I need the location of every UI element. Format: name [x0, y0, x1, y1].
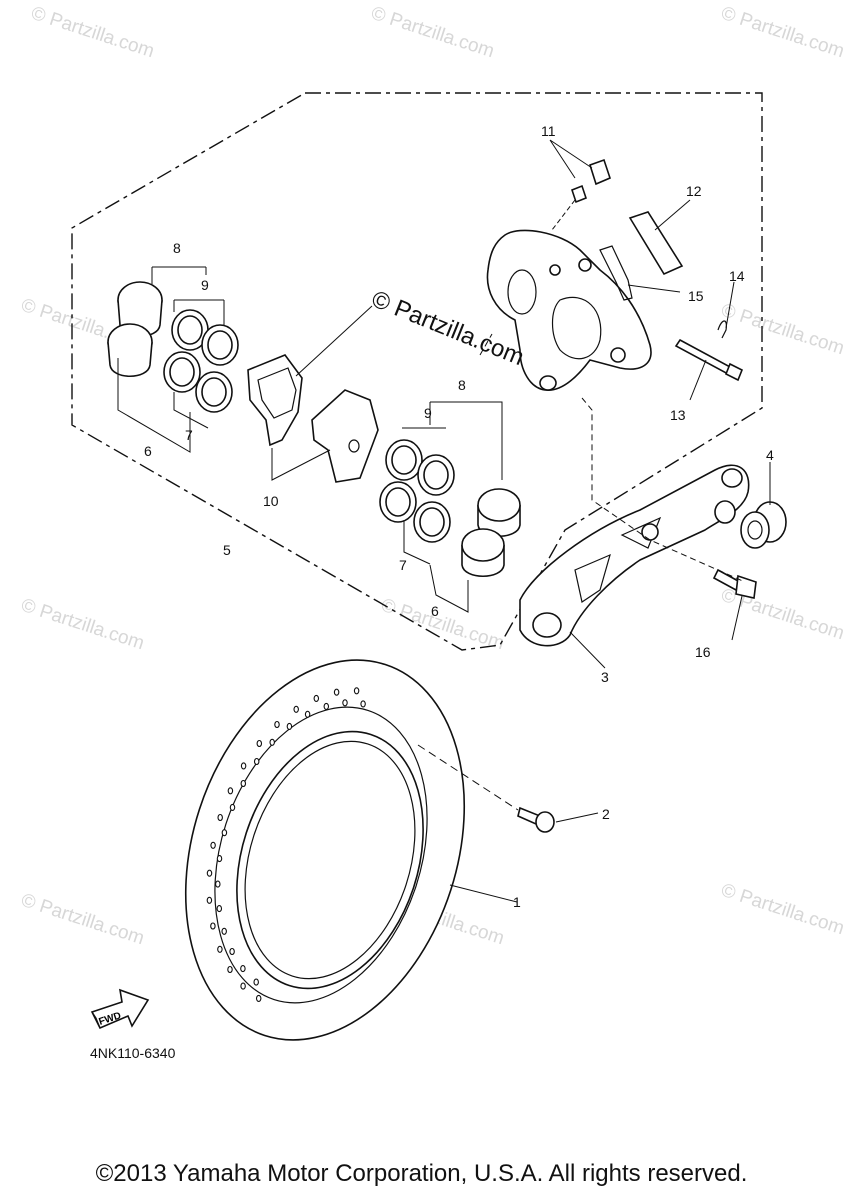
forward-arrow-icon: FWD [90, 988, 150, 1030]
disc-vent-hole [256, 739, 263, 748]
bleed-screw [571, 158, 611, 204]
watermark: © Partzilla.com [718, 300, 843, 360]
collar [740, 501, 787, 549]
disc-vent-hole [342, 699, 348, 707]
disc-vent-hole [216, 855, 223, 863]
disc-vent-hole [240, 982, 246, 990]
callout-1: 1 [513, 894, 521, 910]
drawing-code: 4NK110-6340 [90, 1045, 176, 1061]
copyright-notice: ©2013 Yamaha Motor Corporation, U.S.A. A… [95, 1160, 748, 1187]
disc-vent-hole [217, 945, 223, 953]
disc-vent-hole [229, 803, 236, 811]
disc-vent-hole [206, 869, 213, 877]
pad-clip [599, 245, 633, 301]
callout-9: 9 [424, 405, 432, 421]
callout-4: 4 [766, 447, 774, 463]
callout-14: 14 [729, 268, 745, 284]
disc-vent-hole [253, 978, 259, 986]
disc-vent-hole [313, 694, 320, 702]
disc-vent-hole [286, 722, 293, 730]
caliper-body [486, 229, 652, 391]
disc-vent-hole [210, 922, 216, 930]
brake-disc [184, 659, 466, 1041]
disc-vent-hole [216, 905, 223, 913]
disc-vent-hole [210, 841, 216, 849]
caliper-assembly-outline [71, 92, 763, 651]
disc-vent-hole [274, 720, 280, 729]
piston-seal-group-left [107, 281, 239, 413]
part-callouts: 1 2 3 4 5 6 6 7 7 8 8 9 9 10 11 12 13 14… [144, 123, 774, 910]
disc-vent-hole [240, 779, 247, 788]
disc-vent-hole [333, 688, 340, 696]
disc-vent-hole [221, 927, 227, 935]
callout-3: 3 [601, 669, 609, 685]
watermark: © Partzilla.com [28, 3, 156, 63]
disc-vent-hole [227, 965, 233, 974]
disc-vent-hole [304, 710, 311, 718]
disc-vent-hole [253, 757, 260, 766]
callout-11: 11 [541, 123, 556, 139]
disc-vent-hole [217, 813, 223, 822]
callout-9: 9 [201, 277, 209, 293]
watermark: © Partzilla.com [718, 880, 843, 940]
disc-vent-hole [229, 947, 235, 956]
disc-vent-hole [240, 762, 247, 770]
caliper-bracket [519, 464, 750, 647]
watermark: © Partzilla.com [378, 595, 506, 655]
pad-spring [628, 211, 684, 276]
disc-bolt [517, 806, 555, 833]
callout-8: 8 [173, 240, 181, 256]
disc-vent-hole [227, 787, 234, 795]
callout-2: 2 [602, 806, 610, 822]
leader-lines [117, 139, 771, 903]
watermark: © Partzilla.com [718, 3, 843, 63]
callout-6: 6 [431, 603, 439, 619]
watermark: © Partzilla.com [18, 890, 146, 950]
brake-pads [247, 354, 379, 483]
disc-vent-hole [323, 702, 330, 710]
callout-6: 6 [144, 443, 152, 459]
callout-8: 8 [458, 377, 466, 393]
disc-vent-hole [353, 687, 360, 695]
bracket-bolt [712, 568, 757, 599]
callout-12: 12 [686, 183, 702, 199]
disc-vent-hole [255, 994, 262, 1002]
callout-16: 16 [695, 644, 711, 660]
callout-13: 13 [670, 407, 686, 423]
pad-pin [674, 338, 744, 382]
disc-vent-hole [240, 965, 246, 973]
pin-clip [717, 320, 727, 339]
disc-vent-hole [360, 700, 366, 708]
disc-vent-hole [221, 829, 228, 837]
disc-vent-hole [269, 738, 275, 746]
watermark: © Partzilla.com [18, 595, 146, 655]
callout-15: 15 [688, 288, 704, 304]
disc-vent-hole [206, 896, 213, 904]
disc-vent-hole [293, 705, 299, 713]
disc-vent-hole [215, 880, 221, 888]
watermark: © Partzilla.com [368, 3, 496, 63]
callout-10: 10 [263, 493, 279, 509]
callout-7: 7 [399, 557, 407, 573]
callout-5: 5 [223, 542, 231, 558]
callout-7: 7 [185, 427, 193, 443]
piston-seal-group-right [379, 439, 521, 577]
